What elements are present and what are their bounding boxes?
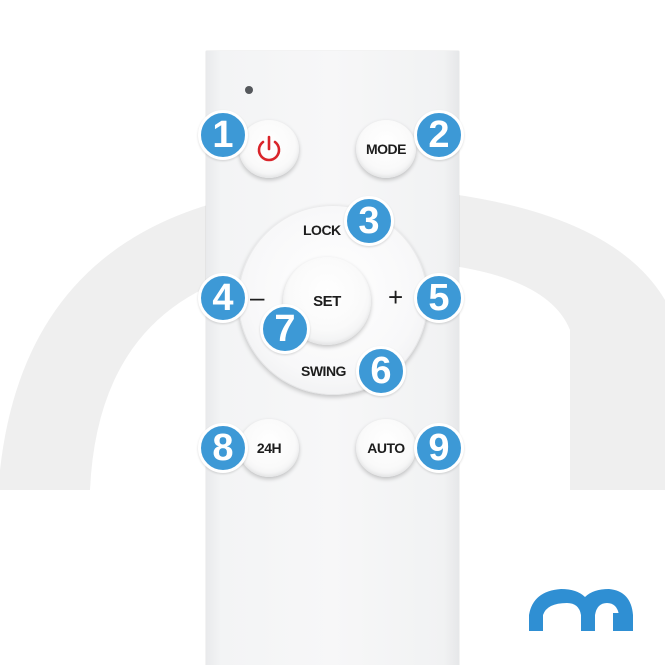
brand-logo-icon — [529, 589, 633, 631]
callout-badge-1: 1 — [198, 110, 248, 160]
callout-badge-2: 2 — [414, 110, 464, 160]
lock-button-label[interactable]: LOCK — [303, 222, 341, 238]
timer-24h-button[interactable]: 24H — [239, 419, 299, 477]
callout-badge-7: 7 — [260, 304, 310, 354]
callout-badge-5: 5 — [414, 273, 464, 323]
power-button[interactable] — [239, 120, 299, 178]
callout-badge-8: 8 — [198, 423, 248, 473]
mode-button[interactable]: MODE — [356, 120, 416, 178]
minus-button[interactable]: – — [250, 282, 265, 312]
swing-button-label[interactable]: SWING — [301, 363, 346, 379]
auto-button[interactable]: AUTO — [356, 419, 416, 477]
indicator-led — [245, 86, 253, 94]
power-icon — [257, 135, 281, 162]
callout-badge-9: 9 — [414, 423, 464, 473]
callout-badge-6: 6 — [356, 346, 406, 396]
plus-button[interactable]: + — [388, 282, 404, 312]
callout-badge-3: 3 — [344, 196, 394, 246]
callout-badge-4: 4 — [198, 273, 248, 323]
